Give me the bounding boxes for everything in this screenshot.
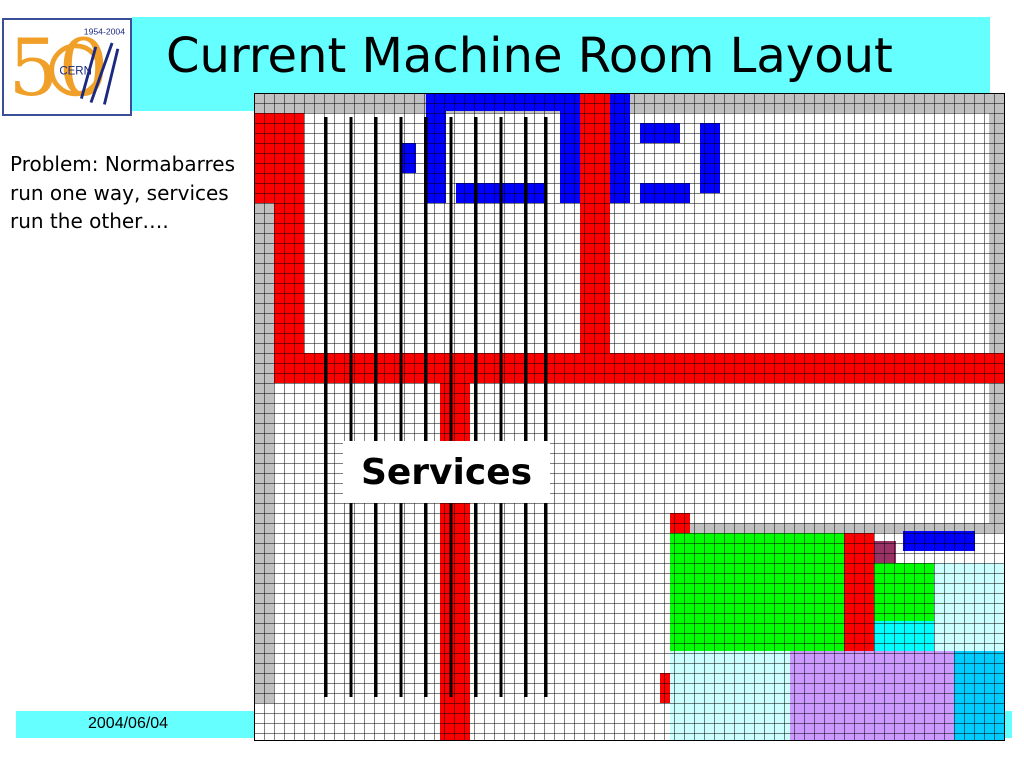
layout-grid (254, 93, 1005, 741)
footer-date: 2004/06/04 (88, 715, 169, 732)
layout-border (254, 93, 1005, 741)
cern-50-logo: 50 CERN 1954-2004 (2, 18, 132, 116)
machine-room-layout (254, 93, 1005, 741)
svg-text:CERN: CERN (59, 66, 92, 78)
svg-text:1954-2004: 1954-2004 (84, 26, 125, 36)
page-title: Current Machine Room Layout (166, 28, 893, 84)
services-label: Services (343, 441, 550, 503)
problem-text: Problem: Normabarres run one way, servic… (10, 152, 235, 233)
normabarres (324, 117, 548, 697)
grid-overlay (254, 93, 1005, 741)
